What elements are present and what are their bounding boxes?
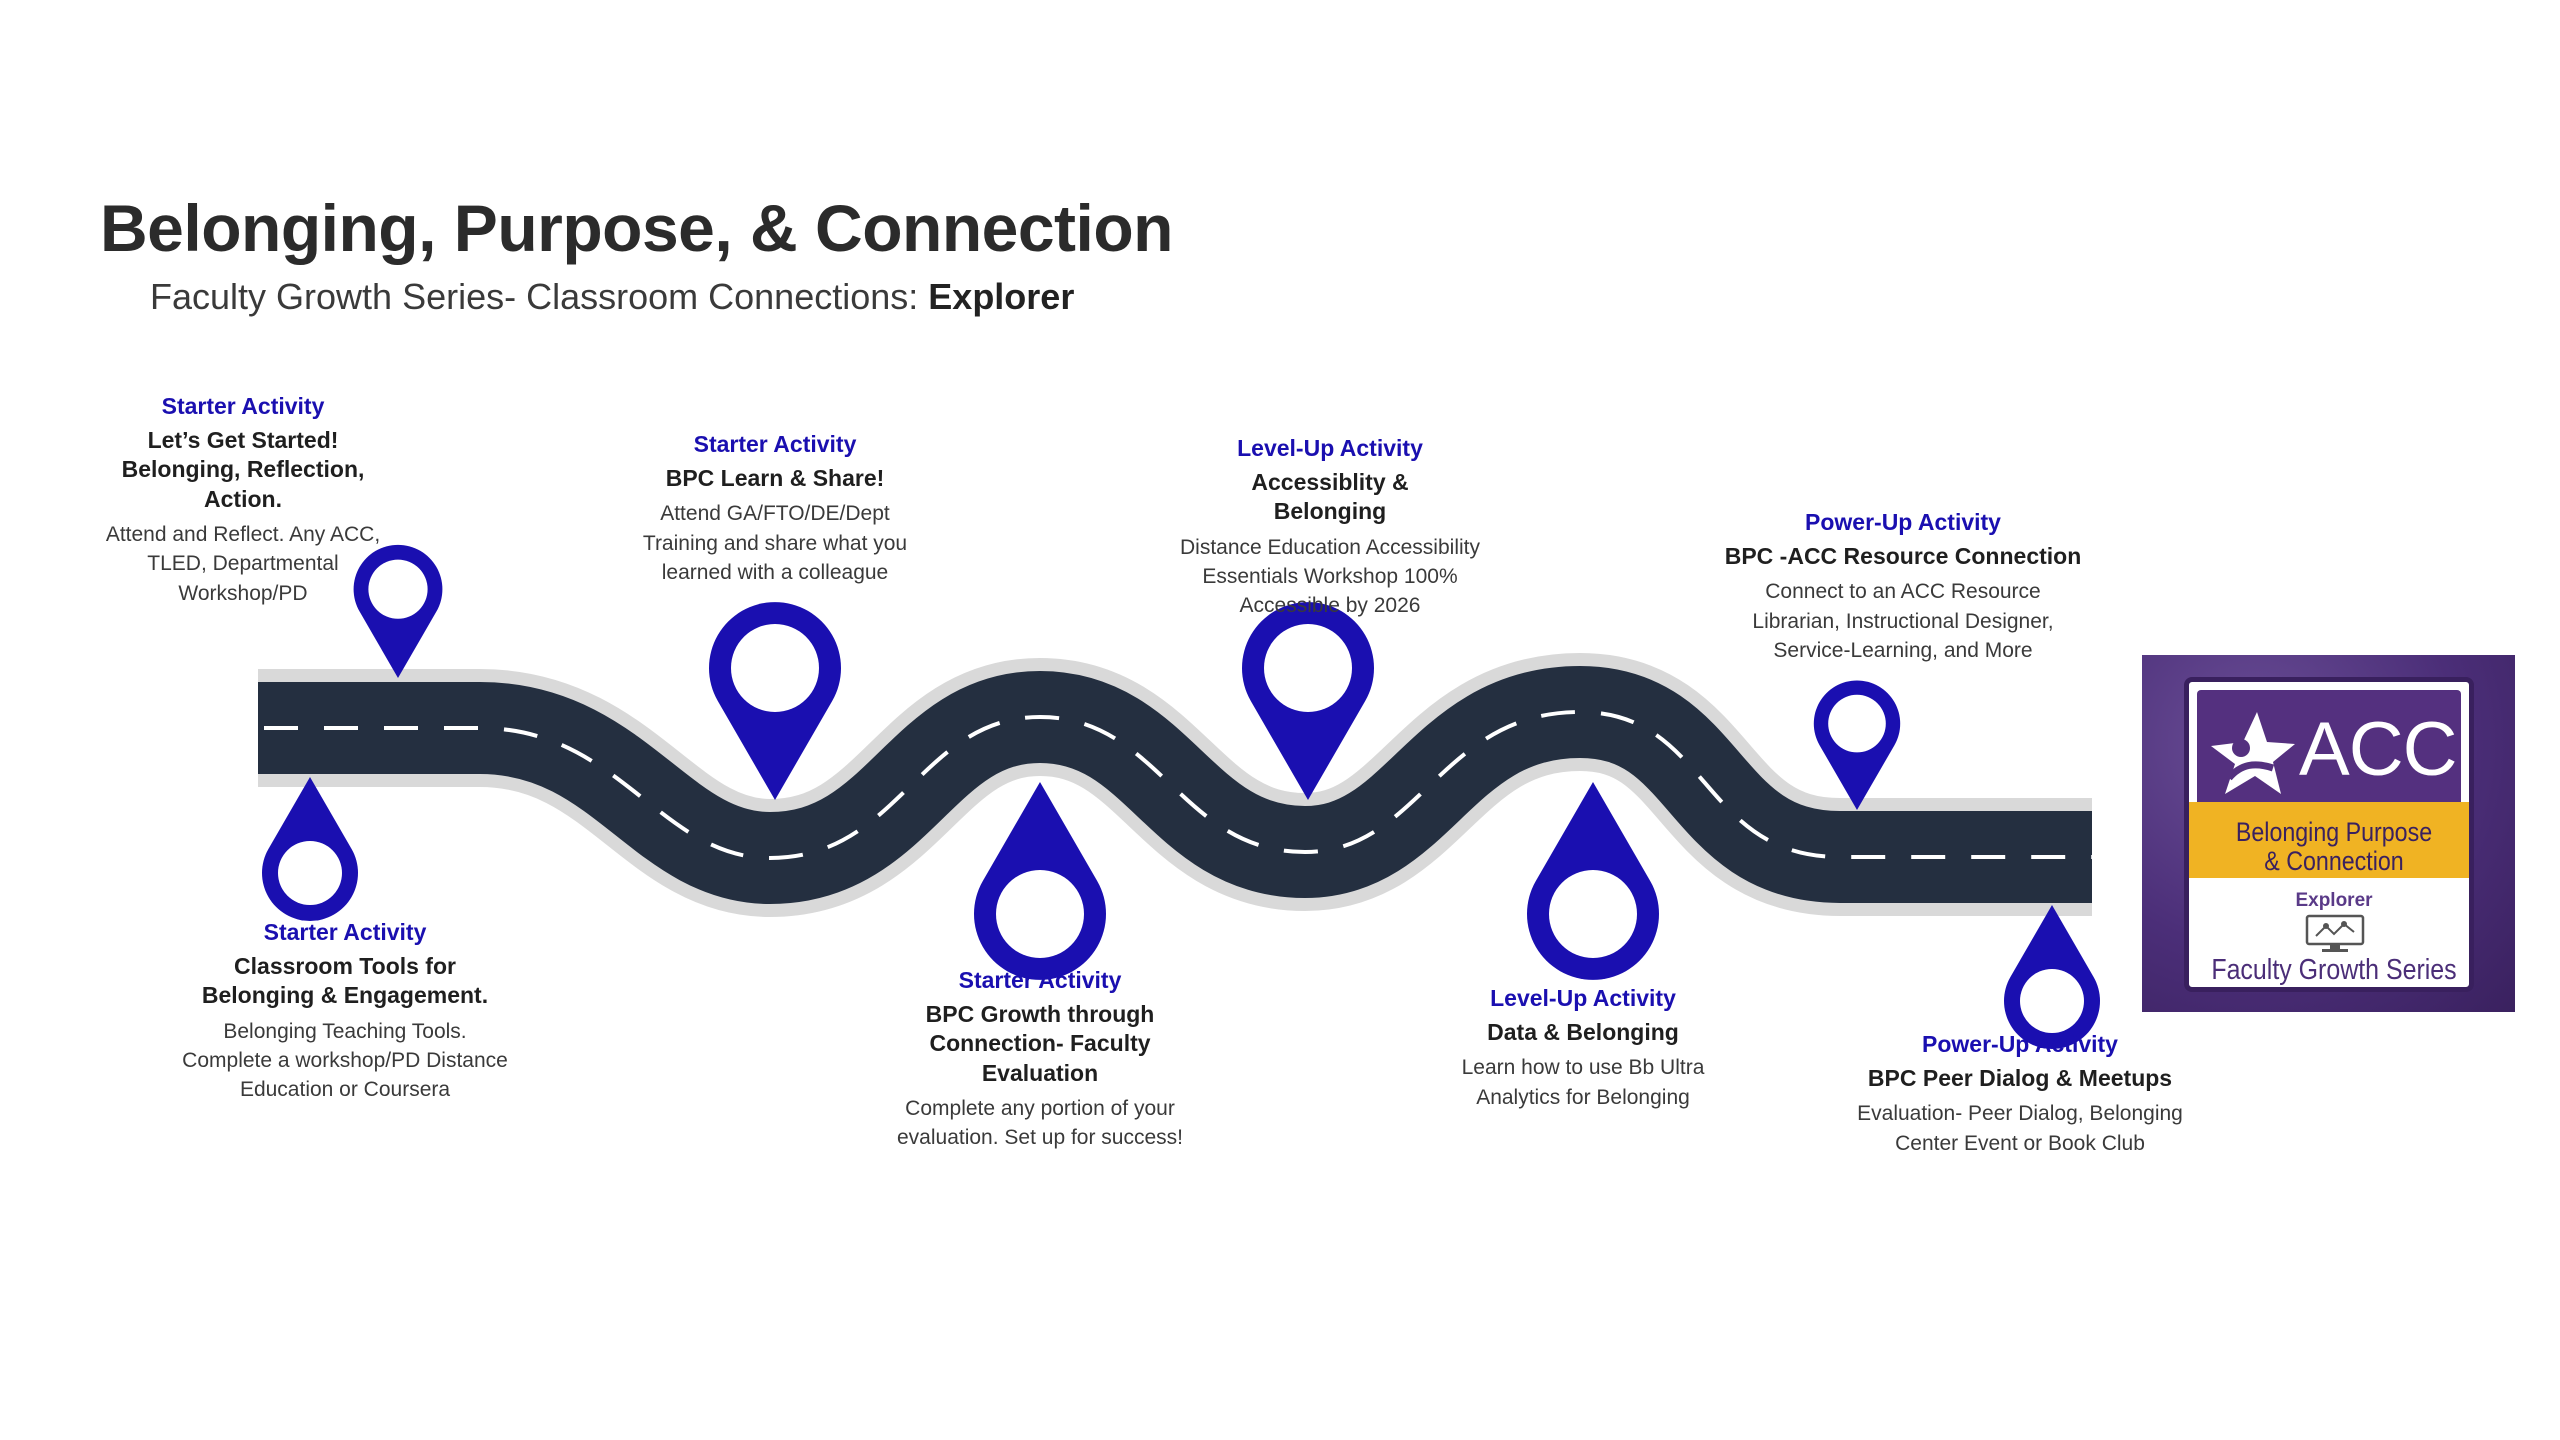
activity-1: Starter Activity Let’s Get Started! Belo… (93, 392, 393, 608)
pin-6-icon (1527, 782, 1659, 980)
page-title: Belonging, Purpose, & Connection (100, 191, 1174, 265)
activity-description: Distance Education Accessibility Essenti… (1180, 535, 1480, 618)
badge-ribbon-line-1: Belonging Purpose (2235, 817, 2433, 847)
pin-1-icon (353, 544, 443, 678)
badge-card: ACC Belonging Purpose & Connection Explo… (2184, 677, 2474, 992)
acc-badge: ACC Belonging Purpose & Connection Explo… (2142, 655, 2515, 1012)
activity-description: Complete any portion of your evaluation.… (897, 1096, 1183, 1150)
activity-kind: Starter Activity (263, 919, 427, 945)
pin-5-icon (1242, 602, 1374, 800)
road-lane-marking (264, 709, 2092, 861)
activity-name: Let’s Get Started! Belonging, Reflection… (121, 427, 365, 512)
activity-name: Data & Belonging (1487, 1019, 1679, 1046)
pin-3-icon (709, 602, 841, 800)
badge-ribbon-text: Belonging Purpose & Connection (2209, 817, 2458, 877)
activity-kind: Starter Activity (958, 967, 1122, 993)
pin-7-icon (1813, 680, 1901, 810)
activity-6: Level-Up Activity Data & Belonging Learn… (1433, 984, 1733, 1112)
activity-name: BPC Learn & Share! (665, 465, 885, 492)
activity-description: Connect to an ACC Resource Librarian, In… (1752, 580, 2054, 663)
monitor-icon (2305, 914, 2365, 952)
activity-description: Belonging Teaching Tools. Complete a wor… (182, 1019, 508, 1102)
activity-name: BPC Growth through Connection- Faculty E… (925, 1001, 1155, 1086)
pin-2-icon (262, 777, 358, 921)
subtitle-series: Faculty Growth Series- Classroom Connect… (150, 276, 929, 317)
activity-kind: Starter Activity (161, 393, 325, 419)
badge-logo-text: ACC (2299, 707, 2457, 792)
badge-header: ACC (2197, 690, 2461, 818)
badge-ribbon (2189, 802, 2469, 878)
star-icon (2211, 712, 2295, 794)
activity-name: Classroom Tools for Belonging & Engageme… (201, 953, 489, 1009)
activity-name: Accessiblity & Belonging (1251, 469, 1409, 525)
activity-2: Starter Activity Classroom Tools for Bel… (180, 918, 510, 1105)
pin-8-icon (2004, 905, 2100, 1049)
activity-kind: Power-Up Activity (1922, 1031, 2118, 1057)
activity-3: Starter Activity BPC Learn & Share! Atte… (625, 430, 925, 588)
badge-series: Faculty Growth Series (2211, 954, 2457, 986)
activity-4: Starter Activity BPC Growth through Conn… (885, 966, 1195, 1153)
activity-name: BPC Peer Dialog & Meetups (1867, 1065, 2173, 1092)
activity-description: Evaluation- Peer Dialog, Belonging Cente… (1857, 1102, 2183, 1155)
activity-description: Attend GA/FTO/DE/Dept Training and share… (642, 502, 908, 585)
activity-kind: Level-Up Activity (1237, 435, 1423, 461)
activity-kind: Starter Activity (693, 431, 857, 457)
activity-kind: Level-Up Activity (1490, 985, 1676, 1011)
page-subtitle: Faculty Growth Series- Classroom Connect… (150, 276, 1074, 318)
activity-description: Attend and Reflect. Any ACC, TLED, Depar… (105, 522, 381, 605)
activity-7: Power-Up Activity BPC -ACC Resource Conn… (1703, 508, 2103, 666)
activity-kind: Power-Up Activity (1805, 509, 2001, 535)
activity-description: Learn how to use Bb Ultra Analytics for … (1461, 1056, 1705, 1109)
badge-level: Explorer (2295, 890, 2373, 911)
activity-name: BPC -ACC Resource Connection (1724, 543, 2082, 570)
pin-4-icon (974, 782, 1106, 980)
activity-8: Power-Up Activity BPC Peer Dialog & Meet… (1810, 1030, 2230, 1158)
subtitle-level: Explorer (928, 276, 1075, 317)
badge-ribbon-line-2: & Connection (2264, 846, 2404, 877)
activity-5: Level-Up Activity Accessiblity & Belongi… (1150, 434, 1510, 621)
